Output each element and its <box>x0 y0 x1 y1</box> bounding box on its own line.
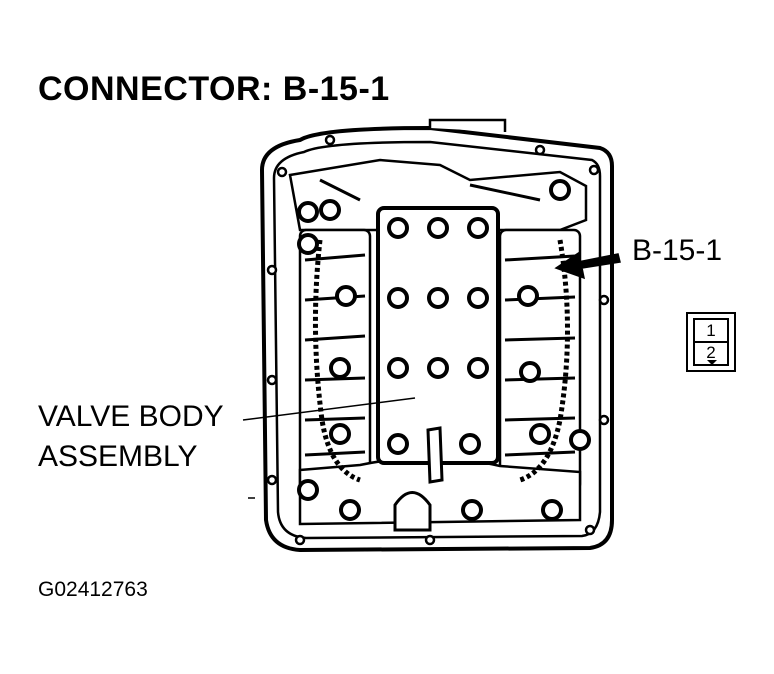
figure-id: G02412763 <box>38 578 148 601</box>
valve-body-label-line1: VALVE BODY <box>38 400 224 433</box>
valve-body-label-line2: ASSEMBLY <box>38 440 198 473</box>
connector-housing: 1 2 <box>693 318 729 366</box>
connector-pin-1: 1 <box>695 320 727 343</box>
diagram-title: CONNECTOR: B-15-1 <box>38 70 390 108</box>
connector-lock-key-icon <box>707 360 717 365</box>
connector-callout-label: B-15-1 <box>632 234 723 267</box>
connector-face-diagram: 1 2 <box>686 312 736 372</box>
connector-pin-2: 2 <box>706 343 716 362</box>
